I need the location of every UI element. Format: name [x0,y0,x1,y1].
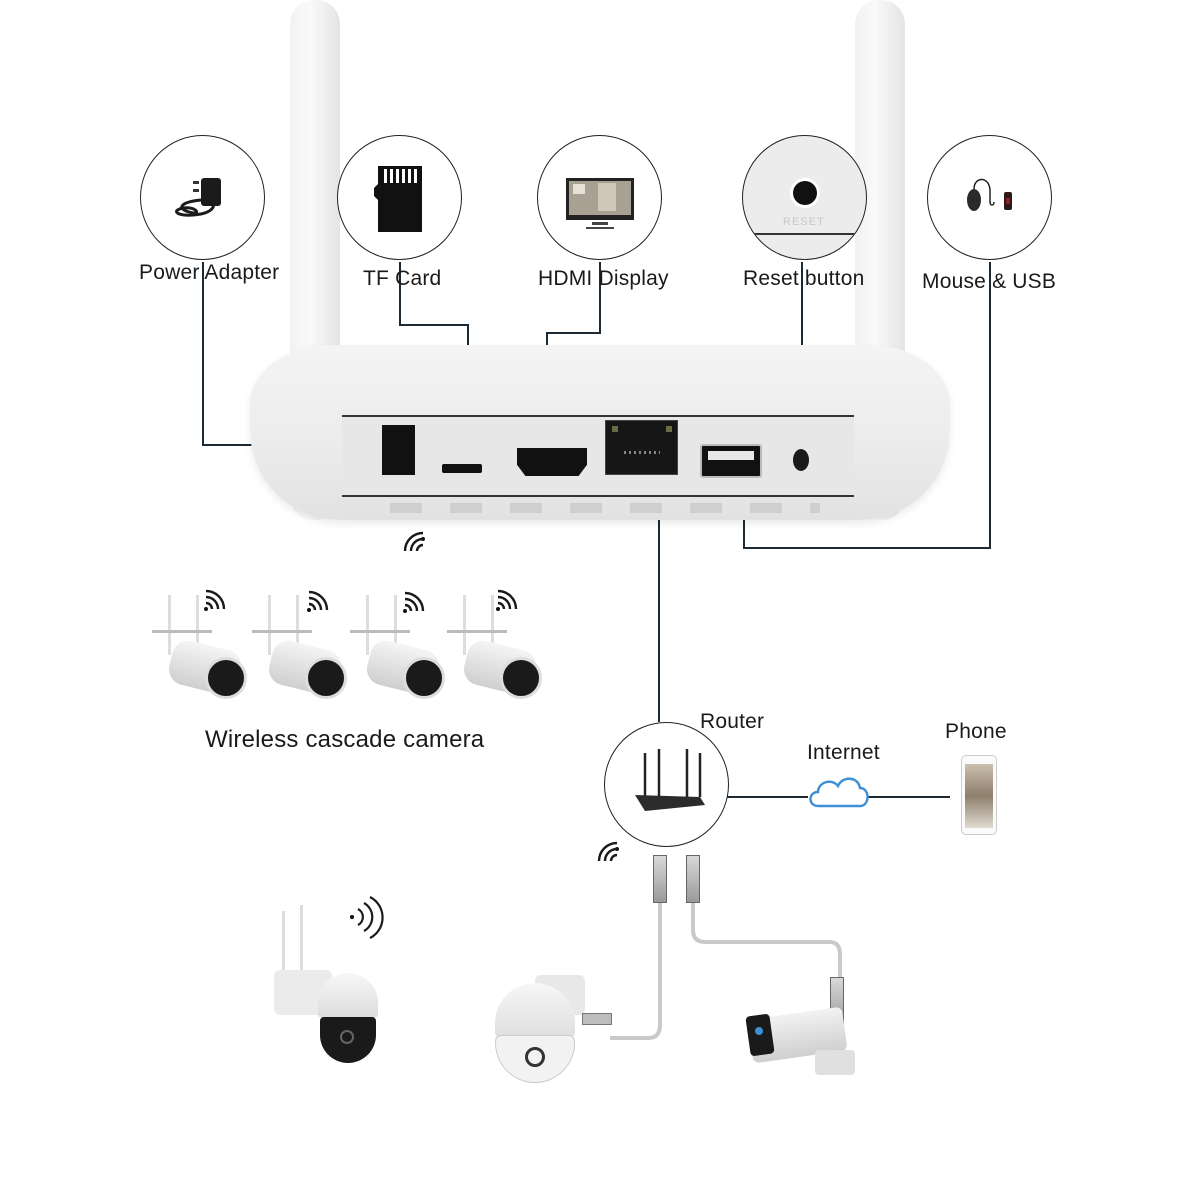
reset-button-icon [793,181,817,205]
vent-strip [390,503,820,513]
dc-power-port[interactable] [382,425,415,475]
reset-button-callout: RESET [742,135,867,260]
wireless-camera-3 [348,585,448,705]
internet-label: Internet [807,741,880,764]
tf-card-icon [374,166,422,232]
nvr-device [250,0,950,520]
tf-card-label: TF Card [363,267,442,290]
mouse-usb-icon [967,178,1012,211]
reset-inner-text: RESET [783,216,825,228]
mouse-usb-callout [927,135,1052,260]
power-adapter-icon [175,178,221,217]
lan-port[interactable] [605,420,678,475]
reset-button-label: Reset button [743,267,865,290]
wireless-camera-group [140,585,560,705]
hdmi-display-callout [537,135,662,260]
hdmi-display-icon [566,178,634,229]
phone-label: Phone [945,720,1007,743]
wifi-ptz-camera [270,905,390,1065]
wireless-camera-label: Wireless cascade camera [205,726,485,753]
ethernet-plug-1 [653,855,667,903]
reset-hole[interactable] [793,449,809,471]
router-icon [635,749,705,811]
bullet-camera [745,977,875,1085]
mouse-usb-label: Mouse & USB [922,270,1057,293]
wireless-camera-1 [150,585,250,705]
phone-icon [961,755,997,835]
wireless-camera-2 [250,585,350,705]
power-adapter-callout [140,135,265,260]
port-panel [342,415,854,497]
router-label: Router [700,710,765,733]
usb-port[interactable] [700,444,762,478]
power-adapter-label: Power Adapter [139,261,280,284]
wireless-camera-4 [445,585,545,705]
tf-card-slot[interactable] [442,464,482,473]
tf-card-callout [337,135,462,260]
hdmi-port[interactable] [517,448,587,476]
ptz-dome-camera [490,975,620,1085]
hdmi-display-label: HDMI Display [538,267,669,290]
router-callout [604,722,729,847]
ethernet-plug-2 [686,855,700,903]
